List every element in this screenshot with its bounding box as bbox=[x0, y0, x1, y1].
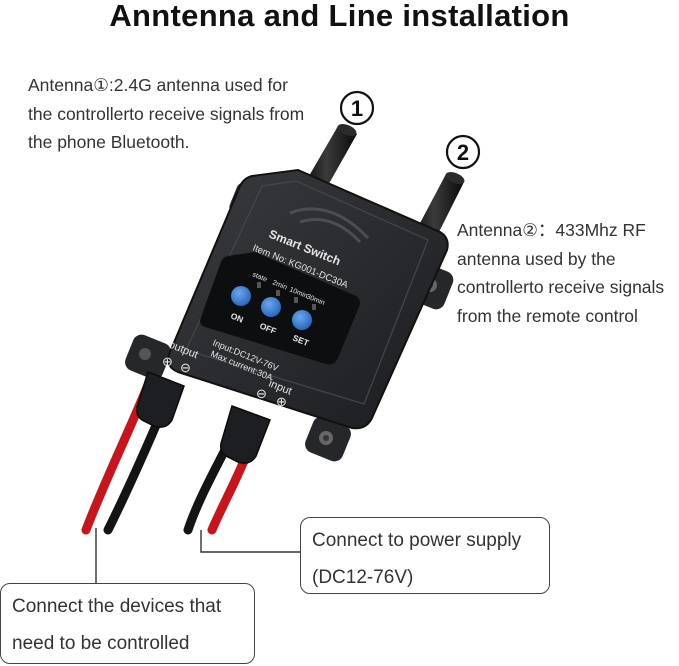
leader-line-power bbox=[200, 530, 300, 553]
number-1-badge: 1 bbox=[339, 90, 375, 126]
callout-line: Connect the devices that bbox=[12, 596, 222, 617]
antenna-1-line: the controllerto receive signals from bbox=[28, 103, 305, 124]
input-cable-gland bbox=[219, 405, 271, 464]
callout-line: need to be controlled bbox=[12, 633, 190, 654]
input-minus-symbol: ⊖ bbox=[256, 386, 267, 401]
number-2-badge: 2 bbox=[445, 134, 481, 170]
page-title: Anntenna and Line installation bbox=[109, 0, 570, 33]
antenna-2-line: from the remote control bbox=[457, 305, 638, 326]
antenna-2-line: controllerto receive signals bbox=[457, 277, 665, 297]
devices-callout: Connect the devices that need to be cont… bbox=[0, 583, 255, 664]
off-button bbox=[261, 297, 281, 317]
control-buttons bbox=[231, 286, 312, 330]
on-button bbox=[231, 286, 251, 306]
callout-line: (DC12-76V) bbox=[312, 567, 414, 588]
antenna-1-line: Antenna①:2.4G antenna used for bbox=[28, 75, 288, 95]
antenna-2-line: Antenna②：433Mhz RF bbox=[457, 220, 646, 240]
power-supply-callout: Connect to power supply (DC12-76V) bbox=[300, 517, 550, 594]
antenna-2-line: antenna used by the bbox=[457, 248, 616, 269]
indicator-leds bbox=[257, 282, 316, 310]
output-minus-symbol: ⊖ bbox=[180, 360, 191, 375]
antenna-2-description: Antenna②：433Mhz RF antenna used by the c… bbox=[457, 216, 677, 330]
input-plus-symbol: ⊕ bbox=[276, 394, 287, 409]
output-cable-gland bbox=[135, 371, 185, 428]
output-plus-symbol: ⊕ bbox=[162, 354, 173, 369]
number-1-label: 1 bbox=[351, 96, 363, 121]
antenna-1-line: the phone Bluetooth. bbox=[28, 132, 190, 152]
button-label: ON bbox=[229, 311, 245, 325]
callout-line: Connect to power supply bbox=[312, 530, 522, 551]
device-body bbox=[167, 168, 449, 430]
set-button bbox=[292, 310, 312, 330]
number-2-label: 2 bbox=[457, 140, 469, 165]
antenna-1-description: Antenna①:2.4G antenna used for the contr… bbox=[28, 71, 328, 157]
